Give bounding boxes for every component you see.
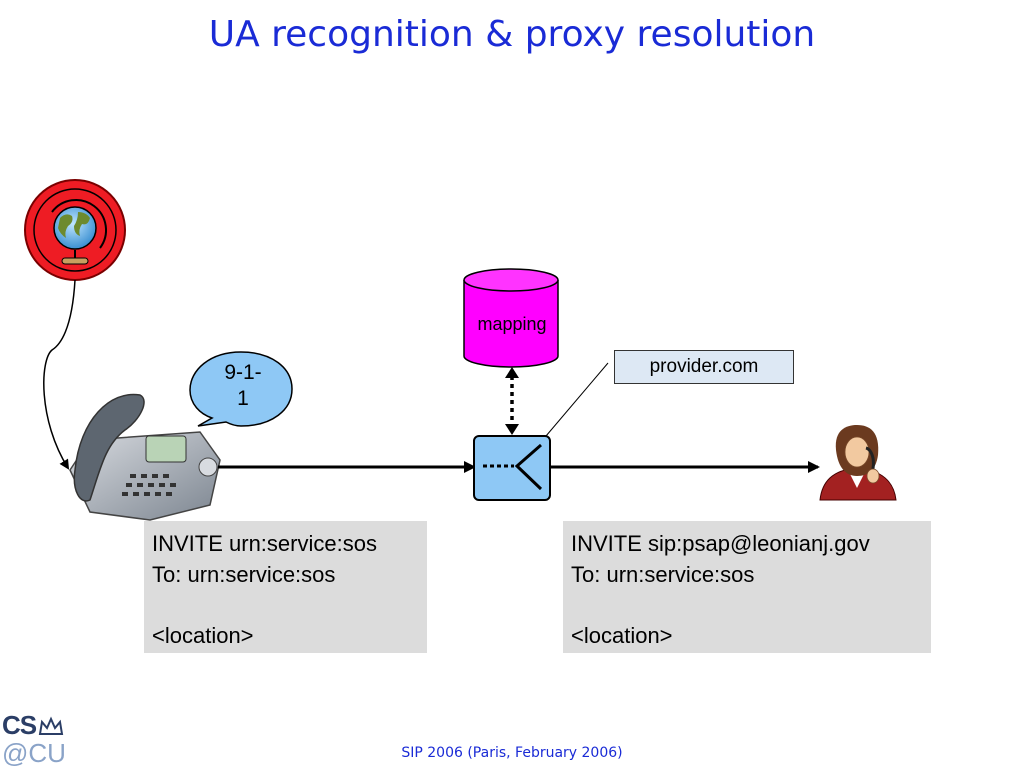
message-line: To: urn:service:sos	[152, 561, 336, 587]
slide-footer: SIP 2006 (Paris, February 2006)	[401, 745, 623, 761]
globe-icon	[24, 179, 126, 281]
logo-cu-text: @CU	[2, 738, 66, 768]
right-invite-message: INVITE sip:psap@leonianj.gov To: urn:ser…	[563, 521, 931, 653]
message-line: <location>	[152, 622, 254, 648]
message-line	[571, 590, 923, 621]
operator-person-icon	[819, 425, 897, 501]
proxy-label-leader	[545, 362, 609, 437]
message-line: INVITE sip:psap@leonianj.gov	[571, 531, 870, 556]
columbia-cs-logo: CS @CU	[2, 710, 72, 768]
desk-phone-icon	[69, 393, 221, 521]
message-line: <location>	[571, 622, 673, 648]
mapping-label: mapping	[477, 314, 547, 334]
message-line: INVITE urn:service:sos	[152, 531, 377, 556]
message-line	[152, 590, 419, 621]
message-line: To: urn:service:sos	[571, 561, 755, 587]
provider-label: provider.com	[614, 350, 794, 384]
bubble-text-line: 1	[237, 387, 249, 410]
left-invite-message: INVITE urn:service:sos To: urn:service:s…	[144, 521, 427, 653]
bubble-text-line: 9-1-	[224, 361, 262, 384]
slide-title: UA recognition & proxy resolution	[208, 14, 816, 55]
mapping-database-icon	[463, 268, 559, 368]
location-link-line	[43, 279, 76, 470]
logo-cs-text: CS	[2, 710, 37, 740]
crown-icon	[38, 716, 64, 735]
dial-bubble	[189, 351, 293, 427]
bubble-text: 9-1- 1	[200, 360, 286, 412]
router-icon	[473, 435, 551, 501]
